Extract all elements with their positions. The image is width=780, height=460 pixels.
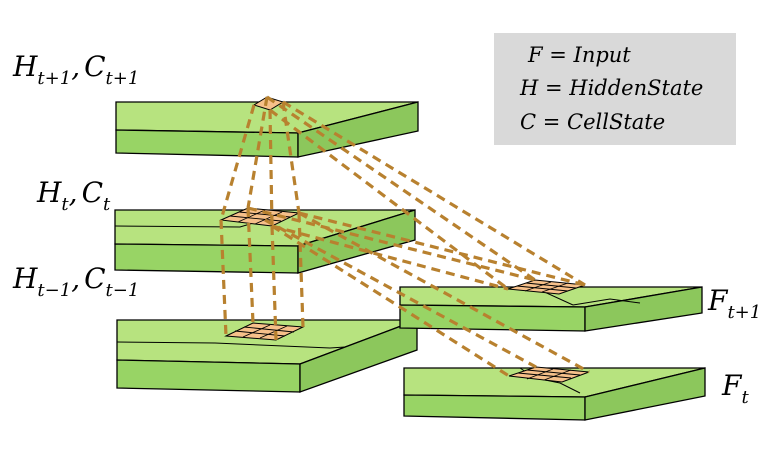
plate-input-next	[399, 275, 703, 332]
connector-lines	[219, 95, 590, 378]
legend-line-cell: C = CellState	[520, 110, 665, 134]
label-hidden-current: Ht,Ct	[36, 176, 111, 215]
legend-line-hidden: H = HiddenState	[519, 76, 703, 100]
label-hidden-previous: Ht−1,Ct−1	[12, 262, 139, 301]
plate-hidden-next	[115, 96, 419, 158]
legend-line-input: F = Input	[527, 43, 631, 67]
legend: F = Input H = HiddenState C = CellState	[494, 33, 736, 145]
plate-hidden-previous	[116, 319, 418, 393]
label-input-next: Ft+1	[707, 284, 761, 323]
label-input-current: Ft	[721, 369, 749, 408]
legend-box	[494, 33, 736, 145]
plate-hidden-current	[114, 207, 416, 274]
plate-input-current	[403, 366, 706, 421]
label-hidden-next: Ht+1,Ct+1	[12, 50, 139, 89]
